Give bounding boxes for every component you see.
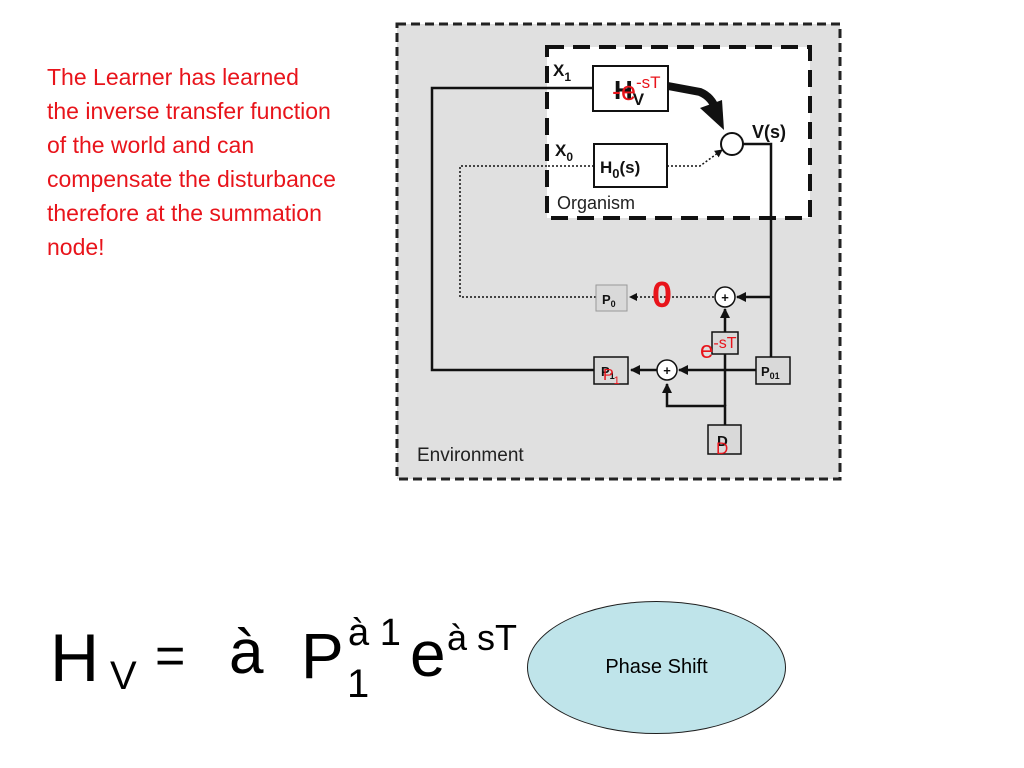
environment-label: Environment <box>417 445 524 466</box>
overlay-zero: 0 <box>652 274 672 315</box>
formula-e-superscript: à sT <box>447 617 518 658</box>
organism-box <box>545 45 812 220</box>
formula-p-subscript: 1 <box>347 662 370 706</box>
explanation-note: The Learner has learned the inverse tran… <box>47 64 336 260</box>
organism-summation-node <box>720 132 744 156</box>
x0-label: X0 <box>555 141 573 164</box>
p1-block-label: P1 <box>601 364 615 381</box>
d-to-lower-sum <box>662 383 727 425</box>
overlay-d-annotation: D <box>716 439 728 458</box>
overlay-delay-annotation: e-sT <box>700 335 737 364</box>
hv-block-label: HV <box>614 75 645 109</box>
h0-dotted-arrow <box>667 149 723 167</box>
overlay-hv-annotation: -e-sT <box>612 73 661 106</box>
x1-label: X1 <box>553 61 571 84</box>
phase-shift-callout: Phase Shift <box>527 601 786 734</box>
formula-h: H <box>50 620 100 696</box>
hv-block <box>592 65 669 112</box>
p0-block <box>595 284 628 312</box>
d-block-label: D <box>717 433 728 450</box>
p01-block-label: P01 <box>761 364 780 381</box>
formula-e: e <box>410 618 446 690</box>
p1-feedback-line <box>430 86 594 372</box>
lower-summation-plus: + <box>663 363 671 378</box>
phase-shift-label: Phase Shift <box>605 656 708 678</box>
organism-label: Organism <box>557 193 635 213</box>
p1-block <box>593 356 629 385</box>
h0-block-label: H0(s) <box>600 158 640 181</box>
formula-equals: = <box>155 627 186 685</box>
vs-output-line <box>743 142 773 370</box>
block-diagram: Environment Organism X1 X0 HV H0(s) V(s)… <box>395 22 842 481</box>
h0-block <box>593 143 668 188</box>
formula-p: P <box>301 620 344 692</box>
overlay-p1-annotation: P1 <box>603 367 620 387</box>
p0-block-label: P0 <box>602 292 616 309</box>
formula-p-superscript: à 1 <box>348 612 401 654</box>
upper-summation-node <box>714 286 736 308</box>
vs-label: V(s) <box>752 122 786 142</box>
formula-v: V <box>110 654 137 698</box>
d-block <box>707 424 742 455</box>
p0-dotted-feedback <box>459 165 596 298</box>
hv-thick-arrowhead <box>700 100 724 130</box>
formula-minus: à <box>229 618 264 687</box>
p01-block <box>755 356 791 385</box>
upper-summation-plus: + <box>721 290 729 305</box>
